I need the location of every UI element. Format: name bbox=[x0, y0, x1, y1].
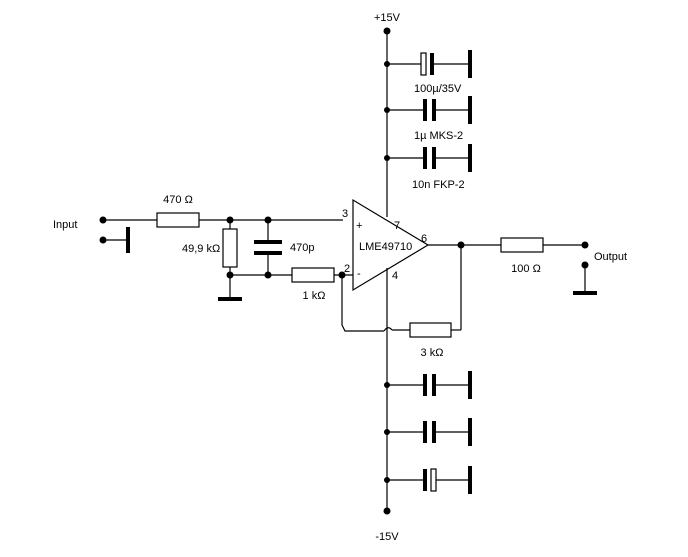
opamp-pin-3: 3 bbox=[342, 208, 348, 220]
negative-supply-label: -15V bbox=[375, 531, 399, 543]
output-terminal bbox=[581, 241, 589, 249]
output-section: 100 Ω Output bbox=[428, 237, 627, 295]
feedback-resistor-label: 3 kΩ bbox=[421, 347, 444, 359]
opamp-pin-6: 6 bbox=[421, 233, 427, 245]
input-resistor-label: 470 Ω bbox=[163, 194, 193, 206]
opamp-pin-2: 2 bbox=[344, 263, 350, 275]
input-capacitor-label: 470p bbox=[290, 242, 314, 254]
ground-resistor bbox=[291, 267, 335, 283]
ground-resistor-label: 1 kΩ bbox=[303, 290, 326, 302]
positive-supply: +15V bbox=[374, 12, 401, 217]
wire-crossover bbox=[383, 327, 393, 332]
bulk-capacitor-label: 100µ/35V bbox=[414, 83, 462, 95]
opamp-part-label: LME49710 bbox=[359, 241, 412, 253]
output-resistor-label: 100 Ω bbox=[511, 263, 541, 275]
negative-supply-node bbox=[383, 507, 391, 515]
negative-supply: -15V bbox=[375, 268, 399, 543]
input-resistor bbox=[156, 212, 200, 228]
feedback-network: 3 kΩ bbox=[341, 245, 462, 359]
output-label: Output bbox=[594, 251, 627, 263]
output-resistor bbox=[500, 237, 544, 253]
bulk-capacitor-plate-neg bbox=[430, 468, 437, 492]
bias-resistor bbox=[222, 228, 238, 268]
bulk-capacitor-plate-pos bbox=[420, 52, 427, 76]
feedback-return-wire bbox=[341, 275, 384, 332]
opamp-pin-7: 7 bbox=[394, 220, 400, 232]
opamp-pin-4: 4 bbox=[392, 270, 398, 282]
positive-decoupling: 100µ/35V 1µ MKS-2 10n FKP-2 bbox=[384, 50, 472, 191]
opamp-plus-sign: + bbox=[356, 220, 362, 232]
fkp-capacitor-label: 10n FKP-2 bbox=[412, 179, 465, 191]
negative-decoupling bbox=[384, 371, 472, 494]
mks-capacitor-label: 1µ MKS-2 bbox=[414, 130, 463, 142]
input-label: Input bbox=[53, 219, 77, 231]
opamp: LME49710 3 2 + - 7 4 6 bbox=[342, 198, 430, 292]
positive-supply-label: +15V bbox=[374, 12, 401, 24]
bias-resistor-label: 49,9 kΩ bbox=[182, 243, 220, 255]
opamp-symbol bbox=[352, 198, 430, 292]
feedback-resistor bbox=[409, 322, 452, 338]
opamp-minus-sign: - bbox=[357, 268, 361, 280]
input-section: Input 470 Ω 49,9 kΩ 470p 1 kΩ bbox=[53, 194, 353, 302]
